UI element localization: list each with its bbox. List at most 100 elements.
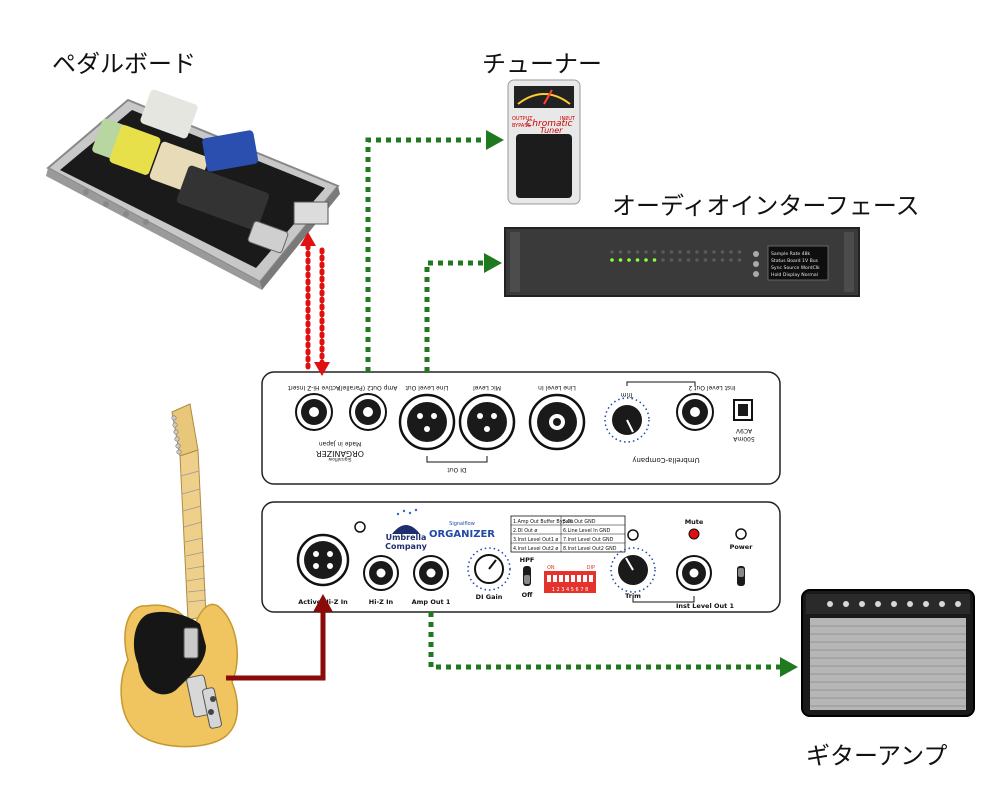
- front-label-trim: Trim: [625, 592, 641, 600]
- rear-panel: [261, 371, 781, 485]
- audio-interface-image: [504, 227, 860, 297]
- rear-label-inst-level-out2: Inst Level Out 2: [688, 384, 735, 391]
- interface-led: [652, 250, 657, 254]
- switch-table-r4c1: 4.Inst Level Out2 ø: [513, 546, 558, 552]
- red-arrow-down: [314, 362, 330, 376]
- umbrella-text-1: Umbrella: [386, 533, 427, 542]
- tuner-label: チューナー: [482, 50, 602, 78]
- di-gain-scale: [467, 547, 511, 591]
- interface-led: [610, 250, 614, 254]
- tuner-input-label: INPUT: [560, 116, 576, 122]
- switch-table-r3c2: 7.Inst Level Out GND: [563, 537, 614, 543]
- interface-led: [678, 250, 682, 254]
- interface-led: [610, 258, 614, 262]
- interface-led: [635, 250, 640, 254]
- switch-table-r3c1: 3.Inst Level Out1 ø: [513, 537, 558, 543]
- pedalboard-insert-connection: [300, 232, 330, 376]
- rear-label-power-spec-1: AC9V: [735, 427, 752, 434]
- tuner-output-label: OUTPUT: [512, 116, 533, 122]
- rear-trim-scale: [604, 397, 650, 443]
- tuner-name-line1: Chromatic: [526, 119, 573, 129]
- amp-out1-to-amp-connection: [428, 612, 798, 677]
- interface-screen-line-1: Sample Rate 48k: [771, 251, 811, 257]
- front-label-off: Off: [522, 591, 534, 599]
- front-label-hpf: HPF: [520, 556, 535, 564]
- front-label-power: Power: [730, 543, 754, 551]
- audio-interface-label: オーディオインターフェース: [612, 192, 920, 220]
- interface-led: [712, 258, 716, 262]
- rear-label-line-level-in: Line Level In: [538, 384, 576, 391]
- front-label-inst-level-out1: Inst Level Out 1: [676, 602, 734, 610]
- guitar-amp-image: [801, 589, 975, 717]
- interface-led: [618, 250, 623, 254]
- line-out-to-interface-connection: [424, 253, 502, 372]
- interface-led: [669, 250, 674, 254]
- interface-led: [720, 258, 725, 262]
- interface-led: [737, 258, 742, 262]
- dip-label: DIP: [587, 565, 595, 571]
- front-label-mute: Mute: [685, 518, 704, 526]
- umbrella-text-2: Company: [385, 542, 428, 551]
- front-label-hiz-in: Hi-Z In: [369, 598, 394, 606]
- amp-out2-to-tuner-connection: [365, 130, 504, 372]
- rear-label-power-spec-2: 500mA: [732, 435, 754, 442]
- interface-led: [635, 258, 640, 262]
- interface-led: [661, 250, 665, 254]
- interface-led: [720, 250, 725, 254]
- guitar-amp-label: ギターアンプ: [806, 742, 948, 770]
- amp-grille: [810, 618, 966, 710]
- interface-led: [729, 258, 733, 262]
- rear-label-line-level-out: Line Level Out: [405, 384, 449, 391]
- mute-led: [688, 528, 700, 540]
- green-arrow-interface: [484, 253, 502, 273]
- interface-led: [678, 258, 682, 262]
- tuner-bypass-label: BYPASS: [512, 123, 531, 129]
- interface-led: [661, 258, 665, 262]
- interface-led: [652, 258, 657, 262]
- tuner-image: [507, 79, 581, 205]
- blue-pedal: [202, 130, 259, 172]
- rear-panel-jacks: [295, 381, 753, 463]
- switch-table-r2c2: 6.Line Level In GND: [563, 528, 611, 534]
- interface-led: [644, 258, 648, 262]
- interface-led: [627, 250, 631, 254]
- switch-table-r2c1: 2.DI Out ø: [513, 528, 537, 534]
- interface-led: [703, 258, 708, 262]
- volume-pedal: [176, 165, 270, 231]
- umbrella-logo-icon: [392, 525, 420, 534]
- front-label-amp-out1: Amp Out 1: [412, 598, 451, 606]
- green-arrow-amp: [780, 657, 798, 677]
- dip-numbers: 1 2 3 4 5 6 7 8: [552, 587, 589, 593]
- dip-on-label: ON: [547, 565, 555, 571]
- interface-led: [618, 258, 623, 262]
- red-arrow-up: [300, 232, 316, 246]
- pedalboard-label: ペダルボード: [52, 50, 196, 78]
- interface-led: [703, 250, 708, 254]
- interface-led: [686, 250, 691, 254]
- rear-made-in: Made in Japan: [319, 440, 362, 447]
- front-brand-small: Signalflow: [449, 521, 475, 527]
- yellow-pedal: [109, 125, 161, 175]
- white-pedal: [140, 89, 198, 139]
- control-plate: [202, 687, 222, 729]
- front-trim-scale: [610, 547, 656, 593]
- interface-led: [644, 250, 648, 254]
- pedalboard-image: [46, 89, 340, 290]
- rear-label-amp-out2: Amp Out2 (Parallel): [339, 384, 398, 391]
- interface-led: [686, 258, 691, 262]
- interface-led: [712, 250, 716, 254]
- front-panel-controls: [296, 508, 747, 603]
- switch-table-r1c2: 5.DI Out GND: [563, 519, 596, 525]
- guitar-cable-arrow: [313, 594, 333, 612]
- green-arrow-tuner: [486, 130, 504, 150]
- board-jack-panel: [293, 201, 329, 225]
- interface-led: [695, 258, 699, 262]
- rear-company: Umbrella-Company: [632, 456, 699, 464]
- board-handle: [247, 220, 289, 254]
- interface-led: [695, 250, 699, 254]
- rear-brand-big: ORGANIZER: [316, 449, 364, 458]
- rear-label-active-hiz-insert: Active Hi-Z Insert: [287, 384, 340, 391]
- rear-label-di-out: DI Out: [447, 466, 467, 473]
- switch-table-r1c1: 1.Amp Out Buffer Bypass: [513, 519, 574, 525]
